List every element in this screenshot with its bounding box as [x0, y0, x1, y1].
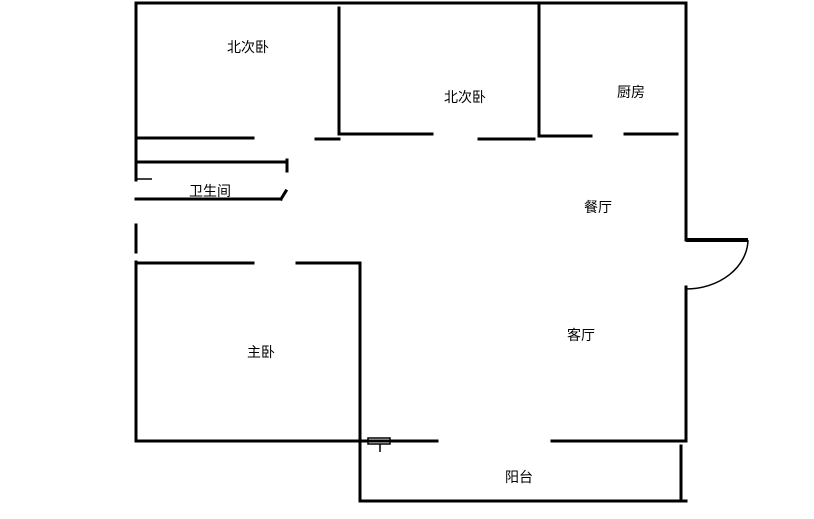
wall-bathroom-bottom-end [278, 188, 289, 202]
room-label-balcony: 阳台 [505, 470, 533, 486]
room-label-kitchen: 厨房 [617, 85, 645, 101]
interior-walls [134, 4, 679, 443]
entry-door [685, 238, 749, 290]
door-swing-arc [685, 239, 749, 290]
room-label-dining-room: 餐厅 [584, 200, 612, 216]
room-label-living-room: 客厅 [567, 328, 595, 344]
balcony-post [367, 437, 391, 445]
room-label-master-bedroom: 主卧 [247, 345, 275, 361]
outer-walls [134, 1, 688, 443]
room-label-north-bedroom-1: 北次卧 [227, 40, 269, 56]
room-label-north-bedroom-2: 北次卧 [444, 90, 486, 106]
room-label-bathroom: 卫生间 [189, 184, 231, 200]
balcony-walls [358, 437, 688, 503]
